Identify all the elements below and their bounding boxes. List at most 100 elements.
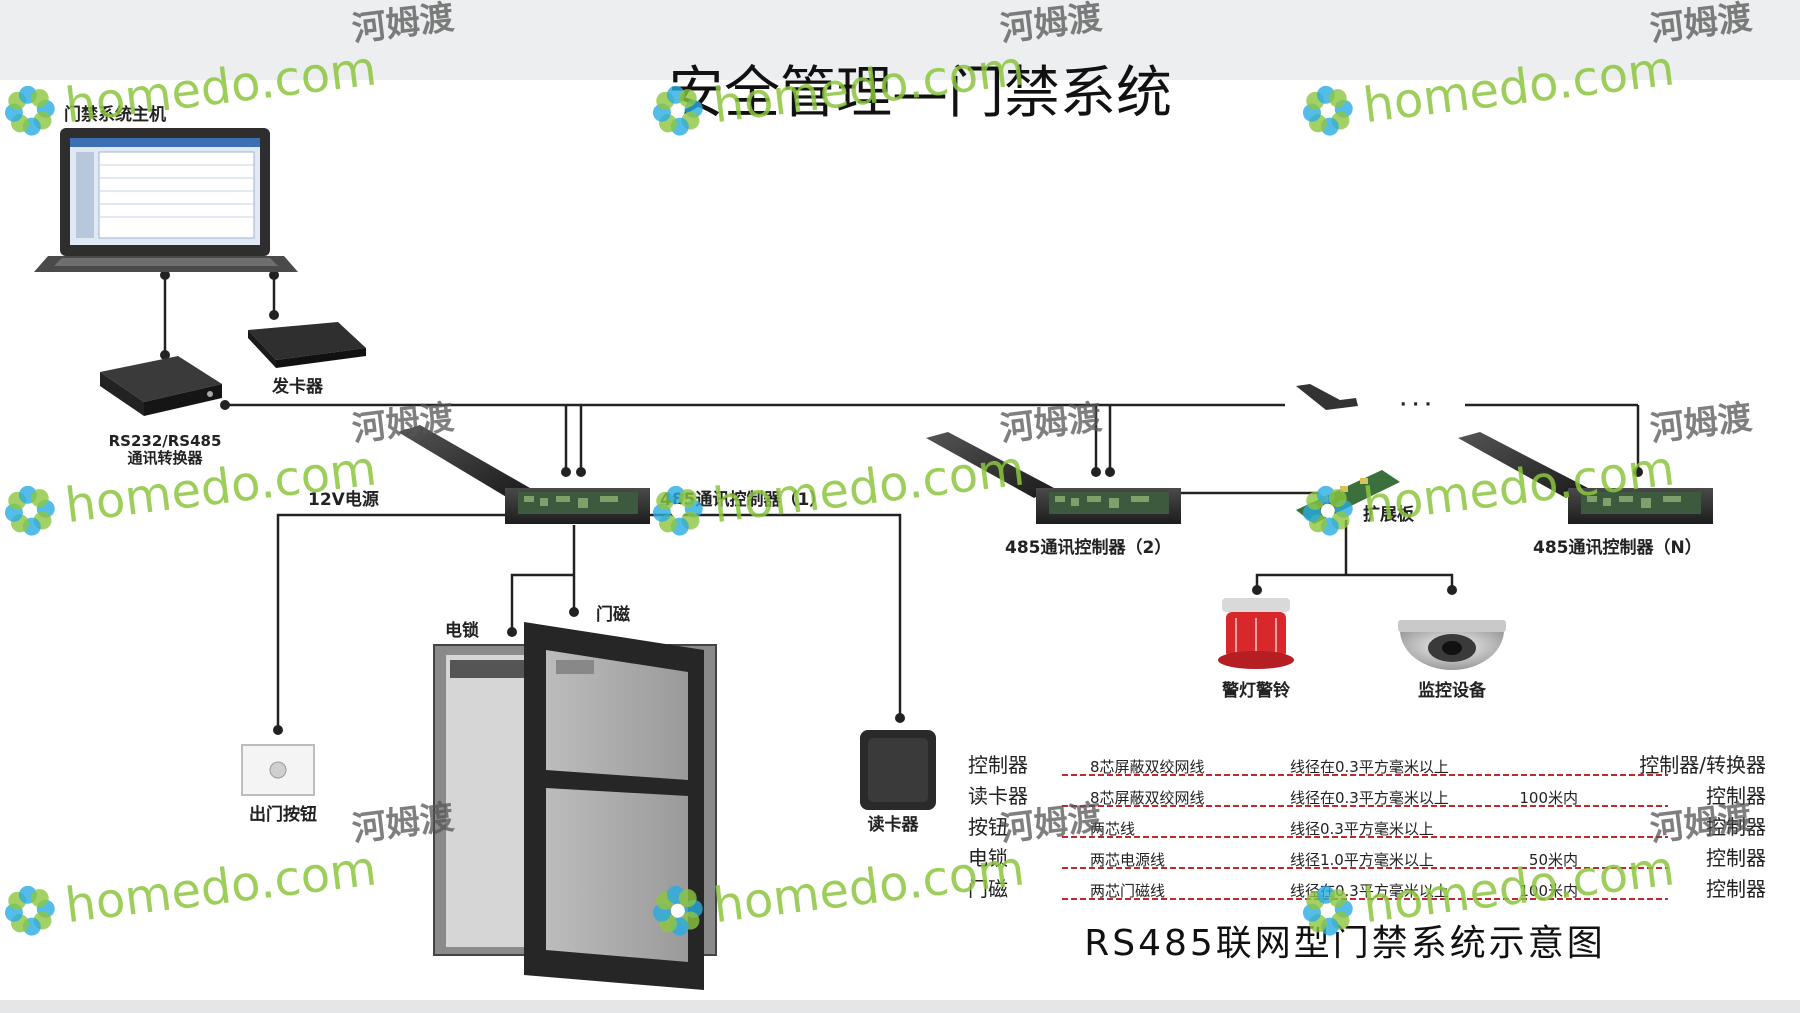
legend-cable: 8芯屏蔽双绞网线 — [1090, 789, 1205, 807]
legend-spec: 线径在0.3平方毫米以上 — [1290, 789, 1449, 807]
dot — [1447, 585, 1457, 595]
converter-label-line1: RS232/RS485 — [109, 432, 222, 450]
dot — [220, 400, 230, 410]
door-sensor-label: 门磁 — [596, 604, 630, 625]
card-issuer-icon — [248, 322, 366, 368]
dot — [507, 627, 517, 637]
legend-distance: 50米内 — [1529, 851, 1578, 869]
watermark-name: 河姆渡 — [1648, 398, 1754, 450]
dot — [1633, 467, 1643, 477]
host-label: 门禁系统主机 — [64, 104, 166, 125]
dot — [273, 725, 283, 735]
card-reader-label: 读卡器 — [868, 814, 920, 835]
flower-logo-icon — [652, 85, 703, 136]
exit-button-icon — [241, 744, 315, 796]
wiring — [163, 275, 1640, 730]
flower-logo-icon — [1302, 85, 1353, 136]
power-label: 12V电源 — [308, 489, 379, 510]
flower-logo-icon — [4, 885, 55, 936]
dot — [895, 713, 905, 723]
watermark-url: homedo.com — [1360, 40, 1677, 134]
laptop-icon — [34, 128, 298, 272]
bus-ellipsis: · · · — [1400, 395, 1431, 415]
alarm-label: 警灯警铃 — [1221, 680, 1290, 701]
watermark-name: 河姆渡 — [1648, 798, 1754, 850]
card-issuer-label: 发卡器 — [271, 376, 324, 397]
watermark-name: 河姆渡 — [350, 0, 456, 50]
wire-c1-reader — [648, 513, 902, 718]
wire-power-button — [276, 513, 505, 730]
controller-n-label: 485通讯控制器（N） — [1533, 537, 1702, 558]
legend-end: 控制器/转换器 — [1639, 753, 1766, 777]
controller-1-icon — [398, 425, 650, 524]
legend-name: 按钮 — [968, 815, 1008, 839]
legend-name: 电锁 — [968, 846, 1008, 870]
electric-lock-label: 电锁 — [445, 620, 479, 641]
flower-logo-icon — [1302, 485, 1353, 536]
card-reader-icon — [860, 730, 936, 810]
door-icon — [433, 622, 717, 990]
legend-end: 控制器 — [1706, 784, 1766, 808]
converter-label-line2: 通讯转换器 — [127, 449, 203, 467]
bus-ellipsis-device-icon — [1296, 384, 1358, 410]
legend-cable: 两芯门磁线 — [1090, 882, 1165, 900]
legend-spec: 线径在0.3平方毫米以上 — [1290, 758, 1449, 776]
controller-2-icon — [926, 432, 1181, 524]
wire-electric-lock — [510, 573, 574, 632]
watermark-name: 河姆渡 — [998, 0, 1104, 50]
legend-cable: 两芯线 — [1090, 820, 1135, 838]
dot — [1091, 467, 1101, 477]
wire-dots — [160, 270, 1643, 735]
legend-spec: 线径0.3平方毫米以上 — [1290, 820, 1434, 838]
flower-logo-icon — [652, 885, 703, 936]
legend-spec: 线径1.0平方毫米以上 — [1290, 851, 1434, 869]
controller-2-label: 485通讯控制器（2） — [1005, 537, 1171, 558]
bottom-band — [0, 1000, 1800, 1013]
dot — [569, 607, 579, 617]
flower-logo-icon — [1302, 885, 1353, 936]
flower-logo-icon — [4, 85, 55, 136]
dot — [269, 270, 279, 280]
dot — [269, 310, 279, 320]
dot — [561, 467, 571, 477]
wire-expansion-branch — [1255, 573, 1454, 590]
diagram-title: 安全管理—门禁系统 — [668, 61, 1172, 126]
alarm-light-icon — [1218, 598, 1294, 669]
converter-icon — [100, 356, 222, 416]
dot — [160, 350, 170, 360]
dot — [160, 270, 170, 280]
controller-n-icon — [1458, 432, 1713, 524]
expansion-board-label: 扩展板 — [1363, 504, 1415, 525]
legend-distance: 100米内 — [1519, 789, 1578, 807]
legend-name: 控制器 — [968, 753, 1028, 777]
watermark-url: homedo.com — [62, 40, 379, 134]
legend-cable: 两芯电源线 — [1090, 851, 1165, 869]
watermark-name: 河姆渡 — [1648, 0, 1754, 50]
legend-end: 控制器 — [1706, 877, 1766, 901]
legend-name: 读卡器 — [968, 784, 1028, 808]
flower-logo-icon — [652, 485, 703, 536]
dot — [576, 467, 586, 477]
dot — [1252, 585, 1262, 595]
legend-distance: 100米内 — [1519, 882, 1578, 900]
watermark-url: homedo.com — [62, 440, 379, 534]
dome-camera-icon — [1398, 620, 1506, 670]
watermark-url: homedo.com — [710, 440, 1027, 534]
camera-label: 监控设备 — [1418, 680, 1487, 701]
dot — [1105, 467, 1115, 477]
legend-cable: 8芯屏蔽双绞网线 — [1090, 758, 1205, 776]
watermark-url: homedo.com — [710, 840, 1027, 934]
legend-name: 门磁 — [968, 877, 1008, 901]
legend-end: 控制器 — [1706, 846, 1766, 870]
exit-button-label: 出门按钮 — [249, 804, 317, 825]
diagram-caption: RS485联网型门禁系统示意图 — [1084, 923, 1606, 964]
legend-end: 控制器 — [1706, 815, 1766, 839]
watermark-url: homedo.com — [62, 840, 379, 934]
